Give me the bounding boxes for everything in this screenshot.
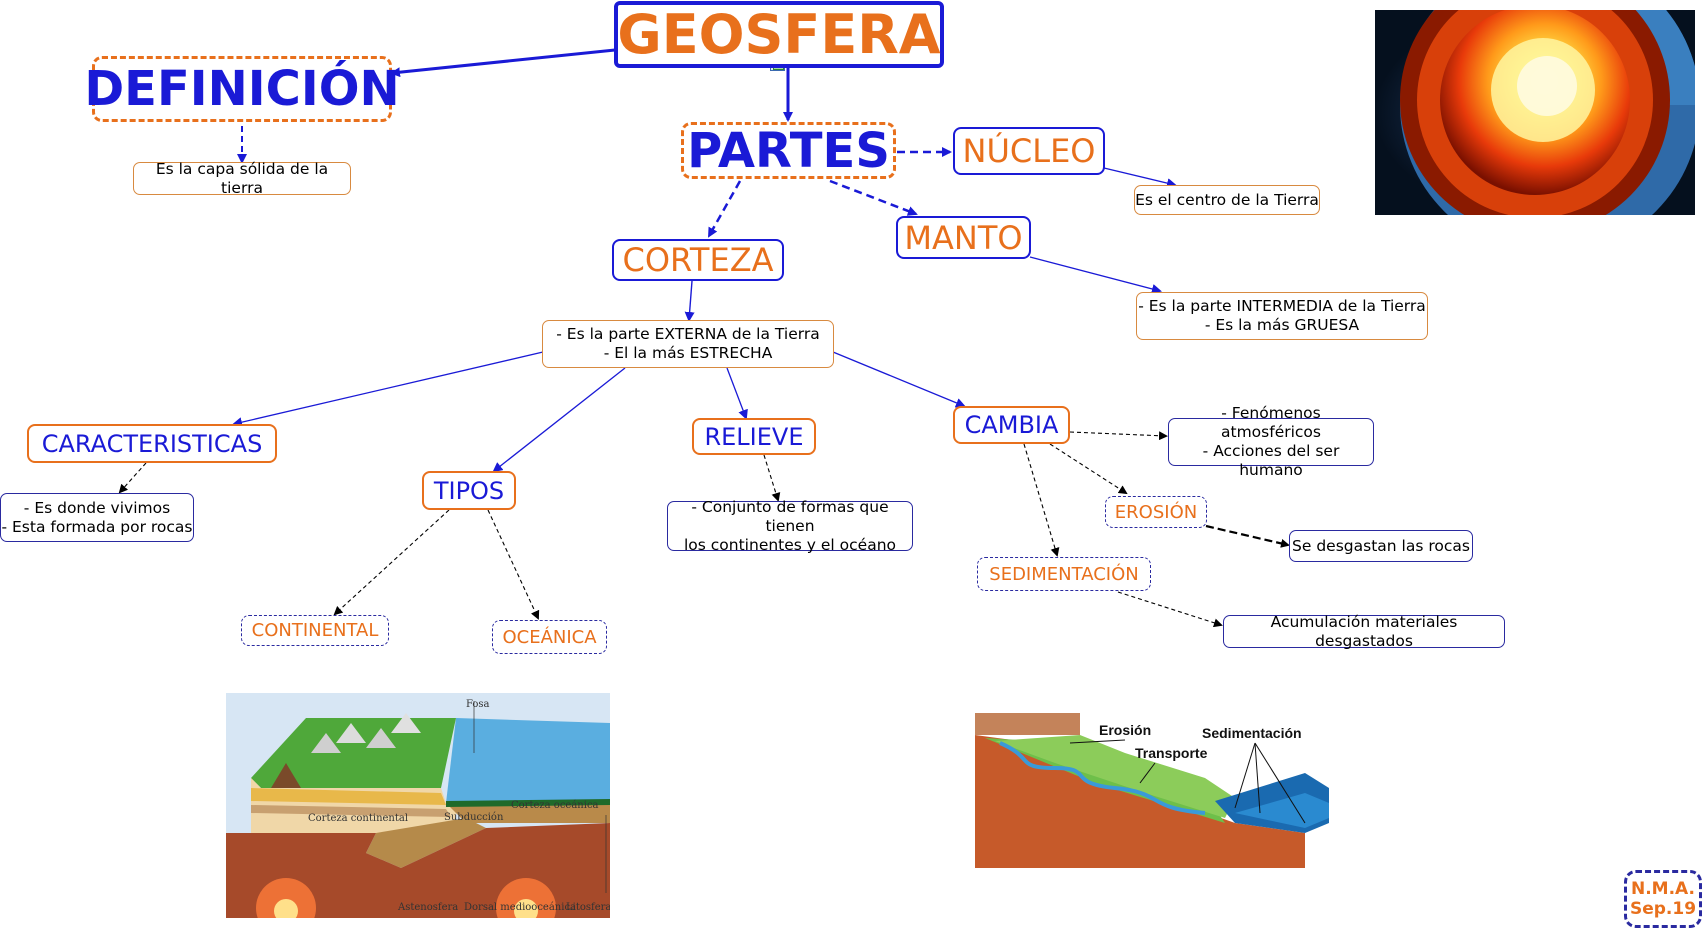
label-fosa: Fosa: [466, 699, 490, 710]
node-corteza: CORTEZA: [612, 239, 784, 281]
node-nucleo: NÚCLEO: [953, 127, 1105, 175]
signature-badge: N.M.A. Sep.19: [1624, 870, 1702, 928]
earth-core-image: [1375, 10, 1695, 215]
link-tipos-oceanica: [487, 509, 540, 620]
link-corteza-cambia: [832, 351, 966, 408]
node-definicion: DEFINICIÓN: [84, 56, 400, 122]
node-partes: PARTES: [681, 122, 896, 179]
node-relieve: RELIEVE: [692, 418, 816, 455]
link-relieve-desc: [763, 454, 781, 502]
link-cambia-sedimentacion: [1023, 443, 1060, 557]
desc-corteza: - Es la parte EXTERNA de la Tierra - El …: [542, 320, 834, 368]
desc-definicion: Es la capa sólida de la tierra: [133, 160, 351, 197]
label-sedimentacion: Sedimentación: [1202, 725, 1302, 741]
node-oceanica: OCEÁNICA: [492, 620, 607, 654]
label-corteza-continental: Corteza continental: [308, 813, 408, 824]
link-nucleo-desc: [1103, 167, 1177, 188]
link-corteza-desc: [684, 280, 695, 322]
link-tipos-continental: [333, 509, 450, 616]
label-litosfera: Litosfera: [566, 902, 610, 913]
desc-cambia: - Fenómenos atmosféricos - Acciones del …: [1168, 404, 1374, 479]
link-manto-desc: [1029, 256, 1162, 294]
desc-sedimentacion: Acumulación materiales desgastados: [1223, 613, 1505, 650]
node-caracteristicas: CARACTERISTICAS: [27, 424, 277, 463]
link-geosfera-definicion: [390, 48, 616, 78]
erosion-landscape-image: Erosión Transporte Sedimentación: [975, 713, 1329, 868]
signature-line1: N.M.A.: [1631, 879, 1695, 899]
desc-caracteristicas: - Es donde vivimos - Esta formada por ro…: [0, 493, 194, 542]
node-erosion: EROSIÓN: [1105, 496, 1207, 528]
link-partes-corteza: [707, 180, 742, 238]
desc-manto: - Es la parte INTERMEDIA de la Tierra - …: [1136, 292, 1428, 340]
signature-line2: Sep.19: [1629, 899, 1697, 919]
tectonic-plates-image: Fosa Corteza oceánica Corteza continenta…: [226, 693, 610, 918]
link-partes-manto: [829, 179, 918, 216]
title-geosfera: GEOSFERA: [614, 1, 944, 68]
node-sedimentacion: SEDIMENTACIÓN: [977, 557, 1151, 591]
desc-erosion: Se desgastan las rocas: [1289, 530, 1473, 562]
label-erosion: Erosión: [1099, 722, 1151, 738]
link-corteza-tipos: [492, 367, 626, 473]
label-transporte: Transporte: [1135, 745, 1208, 761]
link-corteza-caracteristicas: [232, 351, 544, 428]
link-sedimentacion-desc: [1117, 591, 1223, 628]
label-corteza-oceanica: Corteza oceánica: [511, 800, 599, 811]
desc-nucleo: Es el centro de la Tierra: [1134, 185, 1320, 215]
node-cambia: CAMBIA: [953, 406, 1070, 444]
node-manto: MANTO: [896, 216, 1031, 259]
label-astenosfera: Astenosfera: [397, 902, 458, 913]
link-cambia-erosion: [1049, 443, 1128, 495]
label-dorsal: Dorsal mediooceánica: [464, 902, 576, 913]
node-tipos: TIPOS: [422, 471, 516, 510]
link-cambia-desc: [1069, 431, 1168, 441]
label-subduccion: Subducción: [444, 812, 504, 823]
link-caracteristicas-desc: [118, 462, 147, 494]
link-corteza-relieve: [726, 367, 748, 420]
desc-relieve: - Conjunto de formas que tienen los cont…: [667, 498, 913, 554]
link-erosion-desc: [1205, 524, 1290, 548]
node-continental: CONTINENTAL: [241, 615, 389, 646]
